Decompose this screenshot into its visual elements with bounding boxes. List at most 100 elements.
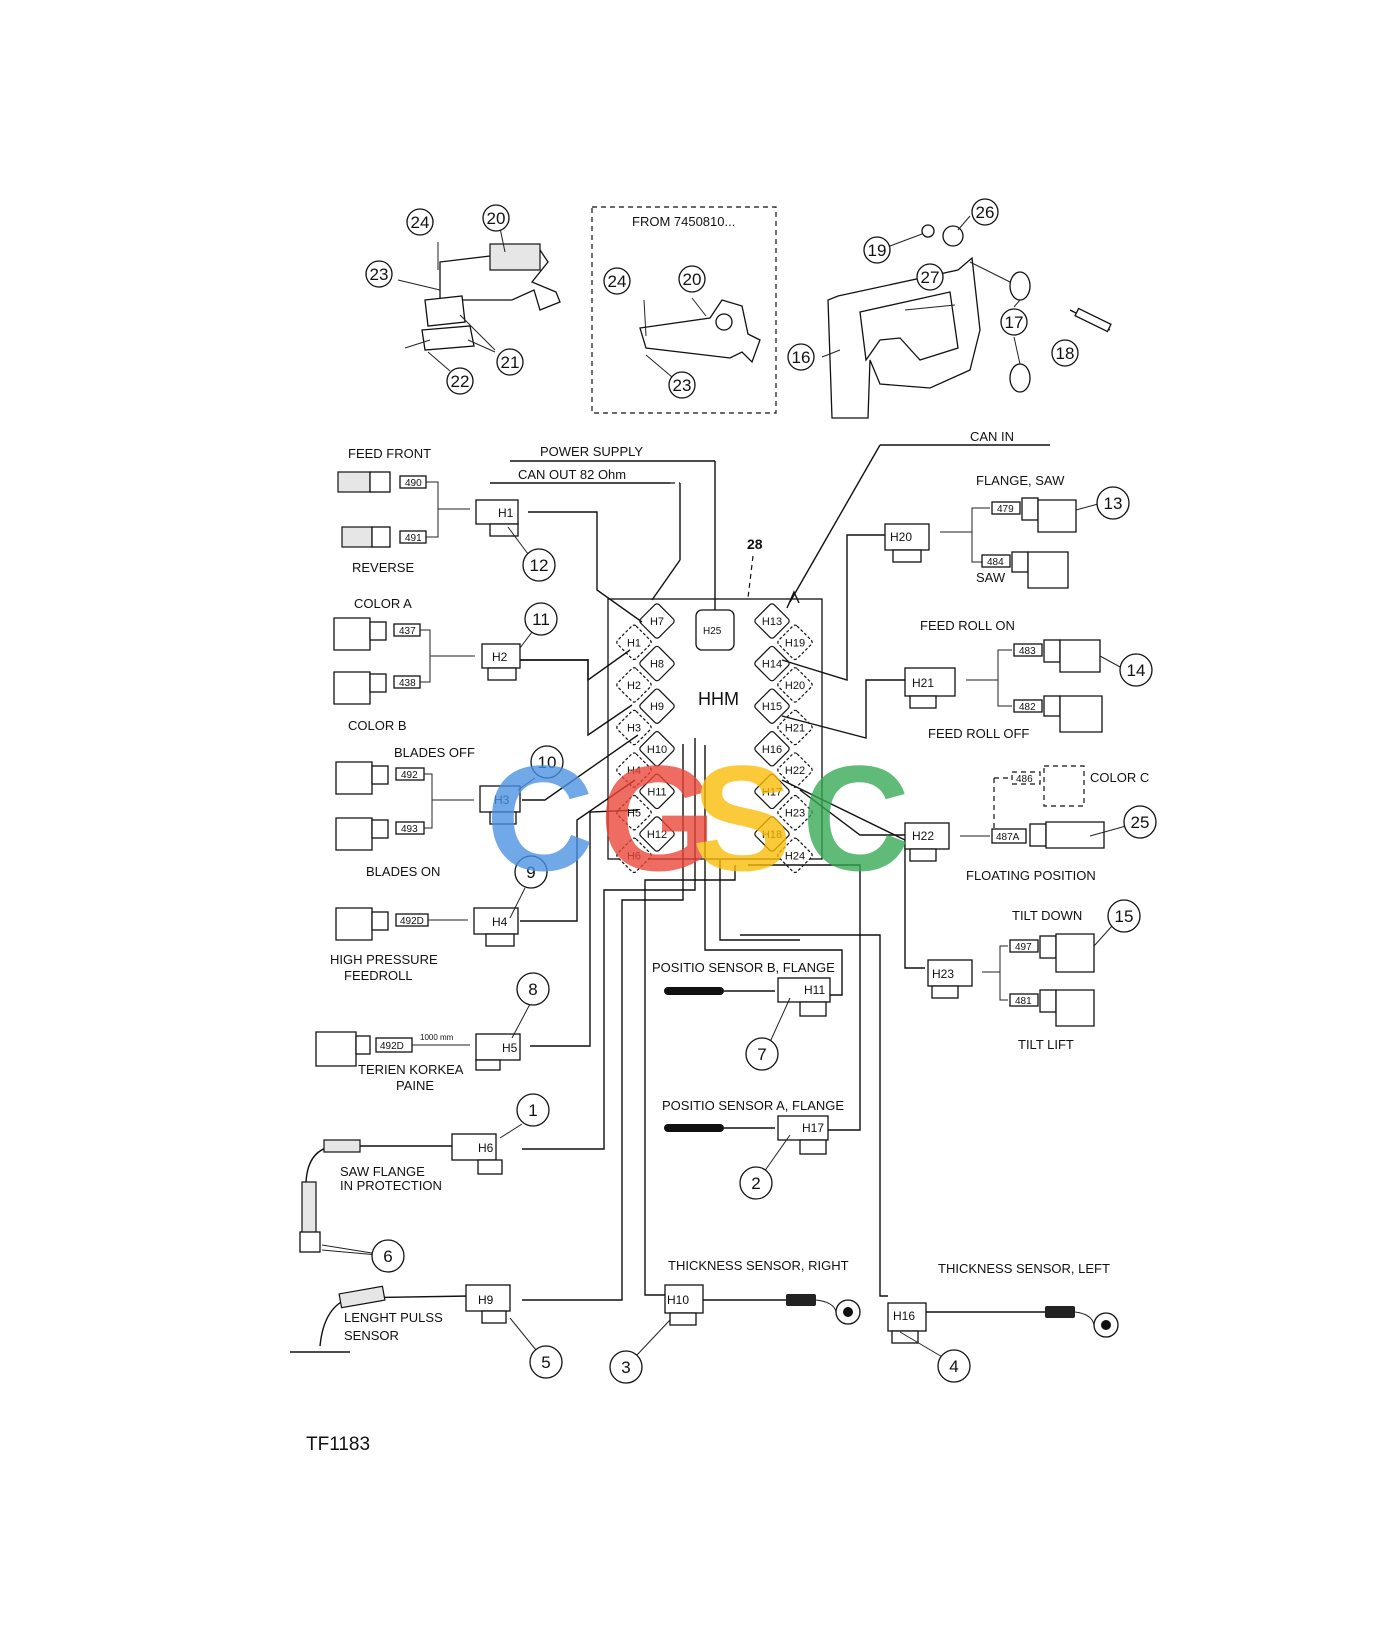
plug-h16: H16 [893,1309,915,1323]
svg-text:H13: H13 [762,616,782,628]
svg-text:23: 23 [370,265,389,284]
svg-text:481: 481 [1015,996,1032,1007]
watermark-letter: C [802,734,910,902]
svg-text:FEEDROLL: FEEDROLL [344,968,413,983]
svg-text:SAW: SAW [976,570,1006,585]
plug-h10: H10 [667,1293,689,1307]
saw-flange-protection: H6 SAW FLANGE IN PROTECTION [299,1133,503,1256]
callout-8: 8 [516,972,550,1006]
callout-13: 13 [1096,486,1130,520]
callout-11: 11 [524,602,558,636]
callout-3: 3 [609,1350,643,1384]
callout: 17 [1000,308,1028,336]
svg-text:16: 16 [792,348,811,367]
callout: 18 [1051,339,1079,367]
svg-text:9: 9 [526,863,535,882]
callout-14: 14 [1119,653,1153,687]
svg-text:3: 3 [621,1358,630,1377]
svg-text:24: 24 [608,272,627,291]
svg-text:H20: H20 [785,680,805,692]
terien-korkea-paine: 492D 1000 mm H5 TERIEN KORKEA PAINE [315,1031,521,1093]
callout-6: 6 [371,1239,405,1273]
svg-text:497: 497 [1015,942,1032,953]
svg-text:H10: H10 [647,744,667,756]
socket-h7: H7 [639,603,675,639]
callout-10: 10 [530,745,564,779]
callout-9: 9 [514,855,548,889]
socket-h20: H20 [777,667,813,703]
callout-1: 1 [516,1093,550,1127]
color-a-b: COLOR A 437 438 COLOR B H2 [333,596,521,733]
socket-h23: H23 [777,794,813,831]
svg-text:H24: H24 [785,850,805,862]
tilt-down-lift: TILT DOWN H23 497 481 TILT LIFT [927,908,1095,1052]
socket-h4: H4 [616,752,652,788]
svg-text:14: 14 [1127,661,1146,680]
svg-text:SAW FLANGE: SAW FLANGE [340,1164,425,1179]
socket-h10: H10 [639,731,675,767]
high-pressure-feedroll: 492D H4 HIGH PRESSURE FEEDROLL [330,907,519,983]
svg-text:492D: 492D [380,1041,404,1052]
svg-text:H7: H7 [650,616,664,628]
svg-text:23: 23 [673,376,692,395]
callout: 24 [603,267,631,295]
power-supply-label: POWER SUPPLY [540,444,643,459]
socket-h1: H1 [616,624,652,661]
svg-text:THICKNESS SENSOR, LEFT: THICKNESS SENSOR, LEFT [938,1261,1110,1276]
svg-text:18: 18 [1056,344,1075,363]
svg-text:483: 483 [1019,646,1036,657]
socket-h24: H24 [777,837,813,874]
svg-text:6: 6 [383,1247,392,1266]
svg-text:24: 24 [411,213,430,232]
plug-h4: H4 [492,915,508,929]
svg-text:FLANGE, SAW: FLANGE, SAW [976,473,1065,488]
svg-text:12: 12 [530,556,549,575]
socket-h12: H12 [639,816,675,852]
socket-h8: H8 [639,645,675,682]
svg-text:493: 493 [401,824,418,835]
positio-sensor-b: POSITIO SENSOR B, FLANGE H11 [652,960,835,1017]
svg-text:20: 20 [683,270,702,289]
hhm-label: HHM [698,689,739,709]
svg-text:22: 22 [451,372,470,391]
positio-sensor-a: POSITIO SENSOR A, FLANGE H17 [662,1098,844,1155]
plug-h6: H6 [478,1141,494,1155]
callout-15: 15 [1107,899,1141,933]
watermark-letter: S [692,734,792,902]
callout-25: 25 [1123,805,1157,839]
svg-text:LENGHT PULSS: LENGHT PULSS [344,1310,443,1325]
svg-text:COLOR A: COLOR A [354,596,412,611]
callout: 20 [678,265,706,293]
plug-h9: H9 [478,1293,494,1307]
callout: 16 [787,343,815,371]
svg-text:H3: H3 [627,723,641,735]
can-in-label: CAN IN [970,429,1014,444]
svg-text:H15: H15 [762,701,782,713]
svg-text:POSITIO SENSOR A, FLANGE: POSITIO SENSOR A, FLANGE [662,1098,844,1113]
socket-h3: H3 [616,709,652,746]
svg-text:25: 25 [1131,813,1150,832]
svg-text:H23: H23 [785,808,805,820]
callout: 20 [482,204,510,232]
watermark-letter: G [600,734,717,902]
svg-text:438: 438 [399,678,416,689]
plug-h23: H23 [932,967,954,981]
callout: 19 [863,236,891,264]
svg-text:4: 4 [949,1357,958,1376]
flange-saw: FLANGE, SAW H20 479 484 SAW [884,473,1077,589]
svg-text:5: 5 [541,1353,550,1372]
plug-h3: H3 [494,793,510,807]
plug-h11: H11 [804,983,825,997]
socket-h14: H14 [754,645,790,682]
svg-text:FEED ROLL OFF: FEED ROLL OFF [928,726,1029,741]
svg-text:H1: H1 [627,637,641,649]
callout: 23 [668,371,696,399]
callout: 27 [916,263,944,291]
svg-text:TILT LIFT: TILT LIFT [1018,1037,1074,1052]
plug-h2: H2 [492,650,508,664]
svg-text:21: 21 [501,353,520,372]
svg-text:1000 mm: 1000 mm [420,1033,454,1042]
